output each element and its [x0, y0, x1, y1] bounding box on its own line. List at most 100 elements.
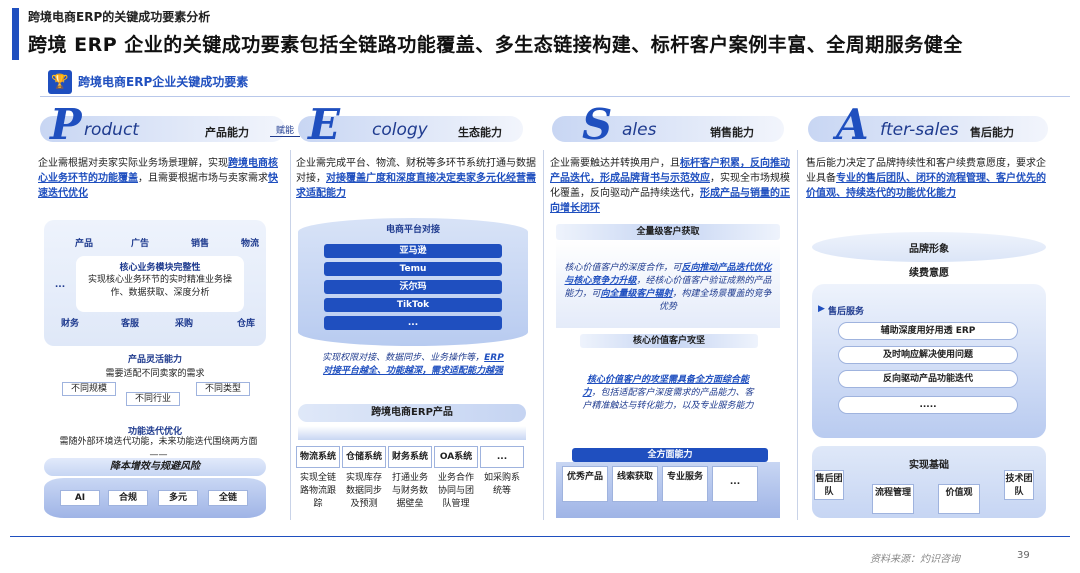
- top-text: ，构建全场景覆盖的竞争优势: [658, 289, 772, 312]
- ring-item: ...: [54, 280, 66, 290]
- top-highlight: 向全量级客户辐射: [600, 289, 673, 299]
- kicker: 跨境电商ERP的关键成功要素分析: [28, 10, 211, 24]
- pillar-product: P roduct 产品能力: [40, 104, 285, 146]
- trophy-icon: 🏆: [48, 70, 72, 94]
- product-description: 企业需根据对卖家实际业务场景理解，实现跨境电商核心业务环节的功能覆盖，且需要根据…: [38, 156, 283, 201]
- core-module-box: 核心业务模块完整性 实现核心业务环节的实时精准业务操作、数据获取、深度分析: [76, 256, 244, 312]
- system-desc: 业务合作协同与团队管理: [437, 473, 474, 509]
- ring-item: 销售: [190, 239, 209, 249]
- iter-sub: 降本增效与规避风险: [44, 458, 266, 476]
- mid-highlight: 核心价值客户的攻坚需具备全方面综合能力: [582, 375, 749, 398]
- pillar-cn: 生态能力: [458, 126, 502, 139]
- ring-item: 产品: [74, 239, 93, 249]
- flex-tag: 不同行业: [126, 392, 180, 406]
- pillar-word: cology: [372, 120, 428, 140]
- platform-item: TikTok: [324, 298, 502, 312]
- desc-text: ，实现全市场规模化覆盖，反向驱动产品持续迭代，: [550, 173, 790, 199]
- flex-title: 产品灵活能力: [127, 355, 182, 365]
- column-divider: [797, 150, 798, 520]
- ring-item: 采购: [174, 319, 193, 329]
- footer-line: [10, 536, 1070, 537]
- pillar-word: roduct: [84, 120, 139, 140]
- section-label: 跨境电商ERP企业关键成功要素: [78, 75, 249, 89]
- cylinder-title: 电商平台对接: [385, 225, 440, 235]
- service-title: 售后服务: [828, 307, 865, 317]
- pillar-cn: 售后能力: [970, 126, 1014, 139]
- desc-text: ，且需要根据市场与卖家需求: [138, 173, 268, 184]
- desc-text: 企业需根据对卖家实际业务场景理解，实现: [38, 158, 228, 169]
- product-ring-card: 产品 广告 销售 物流 财务 客服 采购 仓库 ... 核心业务模块完整性 实现…: [44, 220, 266, 346]
- system-box: OA系统: [434, 446, 478, 468]
- mid-text: ，包括适配客户深度需求的产品能力、客户精准触达与转化能力，以及专业服务能力: [582, 388, 754, 411]
- base-item: 售后团队: [814, 470, 844, 500]
- iter-text: 需随外部环境迭代功能，未来功能迭代围绕两方面——: [59, 437, 258, 460]
- desc-highlight: 专业的售后团队、闭环的流程管理、客户优先的价值观、持续迭代的功能优化能力: [806, 173, 1046, 199]
- bottom-tag: 合规: [108, 490, 148, 506]
- system-box: ...: [480, 446, 524, 468]
- source-note: 资料来源：灼识咨询: [870, 554, 960, 565]
- desc-text: 企业需要触达并转换用户，且: [550, 158, 680, 169]
- core-text: 实现核心业务环节的实时精准业务操作、数据获取、深度分析: [87, 275, 232, 298]
- ability-box: 优秀产品: [562, 466, 608, 502]
- top-highlight: 反向推动产品迭代优化与核心竞争力升级: [564, 263, 772, 286]
- ecology-mid-text: 实现权限对接、数据同步、业务操作等，ERP 对接平台越全、功能越深，需求适配能力…: [318, 352, 508, 378]
- sales-bottom-bar: 全方面能力: [572, 448, 768, 462]
- desc-highlight: 快速迭代优化: [38, 173, 278, 199]
- platform-item: 亚马逊: [324, 244, 502, 258]
- service-item: 反向驱动产品功能迭代: [838, 370, 1018, 388]
- ability-box: 线索获取: [612, 466, 658, 502]
- pillar-aftersales: A fter-sales 售后能力: [808, 104, 1048, 146]
- system-desc: 打通业务与财务数据壁垒: [391, 473, 428, 509]
- pillar-cn: 产品能力: [205, 126, 249, 139]
- desc-highlight: 形成产品与销量的正向增长闭环: [550, 188, 790, 214]
- brand-label: 品牌形象: [909, 244, 949, 255]
- platform-item: 沃尔玛: [324, 280, 502, 294]
- system-box: 物流系统: [296, 446, 340, 468]
- system-box: 仓储系统: [342, 446, 386, 468]
- pillar-word: ales: [622, 120, 657, 140]
- desc-text: 企业需完成平台、物流、财税等多环节系统打通与数据对接，: [296, 158, 536, 184]
- iter-title: 功能迭代优化: [127, 427, 182, 437]
- base-item: 价值观: [938, 484, 980, 514]
- system-desc: 如采购系统等: [483, 473, 520, 496]
- core-title: 核心业务模块完整性: [119, 263, 201, 273]
- sales-mid-text: 核心价值客户的攻坚需具备全方面综合能力，包括适配客户深度需求的产品能力、客户精准…: [578, 374, 758, 413]
- system-desc: 实现全链路物流跟踪: [299, 473, 336, 509]
- ring-item: 广告: [130, 239, 149, 249]
- play-icon: ▶: [818, 304, 825, 314]
- aftersales-description: 售后能力决定了品牌持续性和客户续费意愿度，要求企业具备专业的售后团队、闭环的流程…: [806, 156, 1050, 201]
- system-desc: 实现库存数据同步及预测: [345, 473, 382, 509]
- column-divider: [290, 150, 291, 520]
- pillar-letter: E: [308, 100, 341, 149]
- top-text: ，经核心价值客户验证成熟的产品能力，可: [564, 276, 772, 299]
- sales-top-bar: 全量级客户获取: [556, 224, 780, 240]
- desc-highlight: 对接覆盖广度和深度直接决定卖家多元化经营需求适配能力: [296, 173, 536, 199]
- pillar-ecology: E cology 生态能力: [298, 104, 523, 146]
- pillar-sales: S ales 销售能力: [552, 104, 784, 146]
- pillar-cn: 销售能力: [710, 126, 754, 139]
- pillar-letter: A: [836, 100, 869, 149]
- ring-item: 财务: [60, 319, 79, 329]
- flex-text: 需要适配不同卖家的需求: [105, 369, 205, 379]
- ring-item: 物流: [240, 239, 259, 249]
- service-item: 及时响应解决使用问题: [838, 346, 1018, 364]
- flex-tag: 不同规模: [62, 382, 116, 396]
- sales-mid-bar: 核心价值客户攻坚: [580, 334, 758, 348]
- pillar-word: fter-sales: [880, 120, 959, 140]
- page-number: 39: [1017, 550, 1030, 561]
- mid-highlight: ERP 对接平台越全、功能越深，需求适配能力越强: [322, 353, 504, 376]
- ability-box: ...: [712, 466, 758, 502]
- pillar-letter: P: [50, 100, 82, 149]
- desc-highlight: 标杆客户积累，反向推动产品迭代，形成品牌背书与示范效应: [550, 158, 790, 184]
- arrow-icon: [270, 136, 300, 146]
- ecology-description: 企业需完成平台、物流、财税等多环节系统打通与数据对接，对接覆盖广度和深度直接决定…: [296, 156, 536, 201]
- sales-funnel-top: [556, 240, 780, 328]
- bottom-tag: AI: [60, 490, 100, 506]
- section-divider: [40, 96, 1070, 97]
- bottom-tag: 多元: [158, 490, 198, 506]
- platform-item: Temu: [324, 262, 502, 276]
- platform-item: ...: [324, 316, 502, 330]
- funeng-label: 赋能: [276, 126, 295, 136]
- base-item: 技术团队: [1004, 470, 1034, 500]
- page-title: 跨境 ERP 企业的关键成功要素包括全链路功能覆盖、多生态链接构建、标杆客户案例…: [28, 34, 963, 56]
